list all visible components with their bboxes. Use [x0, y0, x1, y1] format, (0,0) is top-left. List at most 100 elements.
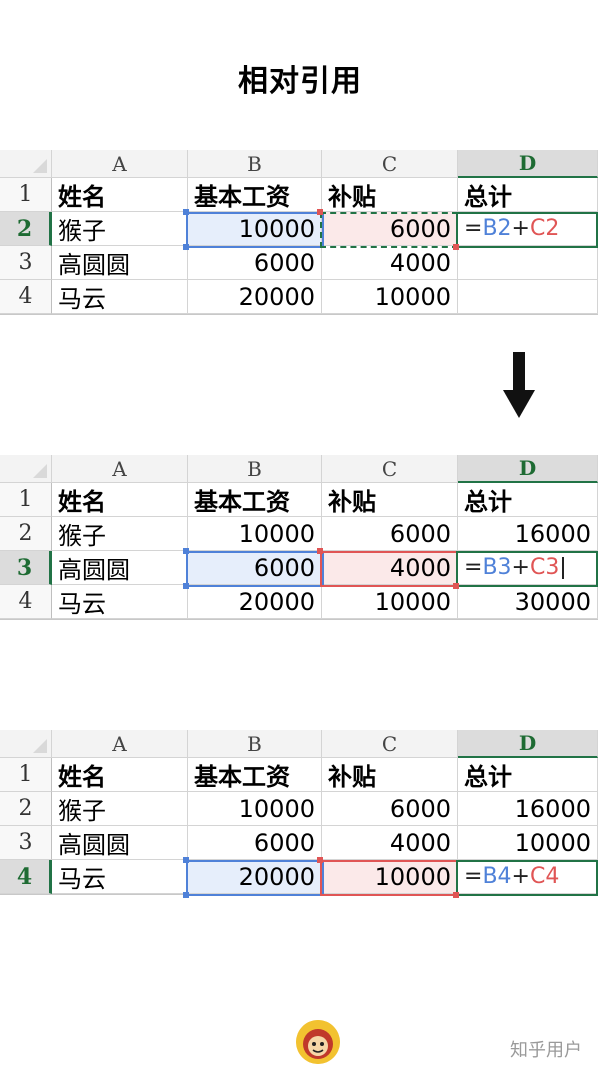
select-all-corner[interactable] — [0, 150, 52, 178]
range-handle[interactable] — [183, 244, 189, 250]
cell-total[interactable]: 16000 — [458, 792, 598, 826]
cell-total-header[interactable]: 总计 — [458, 758, 598, 792]
range-handle[interactable] — [183, 209, 189, 215]
cell-name[interactable]: 高圆圆 — [52, 826, 188, 860]
column-header-a[interactable]: A — [52, 730, 188, 758]
cell-total[interactable] — [458, 246, 598, 280]
cell-bonus[interactable]: 4000 — [322, 246, 458, 280]
row-header[interactable]: 1 — [0, 178, 52, 212]
cell-bonus[interactable]: 6000 — [322, 517, 458, 551]
cell-total-header[interactable]: 总计 — [458, 178, 598, 212]
range-handle[interactable] — [453, 892, 459, 898]
row-header-active[interactable]: 4 — [0, 860, 52, 894]
avatar-logo — [296, 1020, 340, 1064]
range-handle[interactable] — [453, 583, 459, 589]
sheet-grid: A B C D 1 姓名 基本工资 补贴 总计 2 猴子 10000 6000 … — [0, 730, 598, 895]
range-handle[interactable] — [317, 857, 323, 863]
column-header-d[interactable]: D — [458, 150, 598, 178]
cell-name-header[interactable]: 姓名 — [52, 483, 188, 517]
formula-ref-c: C4 — [529, 864, 560, 889]
cell-base-header[interactable]: 基本工资 — [188, 178, 322, 212]
cell-total[interactable]: 10000 — [458, 826, 598, 860]
range-handle[interactable] — [183, 892, 189, 898]
column-header-b[interactable]: B — [188, 455, 322, 483]
row-header[interactable]: 4 — [0, 280, 52, 314]
column-header-b[interactable]: B — [188, 150, 322, 178]
active-formula-cell[interactable]: =B4+C4 — [458, 860, 598, 894]
active-formula-cell[interactable]: =B3+C3 — [458, 551, 598, 585]
formula-equals: = — [464, 864, 483, 889]
cell-bonus-header[interactable]: 补贴 — [322, 178, 458, 212]
range-handle[interactable] — [317, 548, 323, 554]
row-header[interactable]: 1 — [0, 758, 52, 792]
cell-name-header[interactable]: 姓名 — [52, 178, 188, 212]
select-all-corner[interactable] — [0, 455, 52, 483]
cell-base[interactable]: 20000 — [188, 280, 322, 314]
row-header[interactable]: 3 — [0, 246, 52, 280]
column-header-d[interactable]: D — [458, 730, 598, 758]
range-handle[interactable] — [453, 244, 459, 250]
column-header-c[interactable]: C — [322, 150, 458, 178]
down-arrow-icon — [503, 352, 535, 418]
cell-bonus-referenced[interactable]: 6000 — [322, 212, 458, 246]
row-header-active[interactable]: 2 — [0, 212, 52, 246]
cell-total[interactable]: 16000 — [458, 517, 598, 551]
row-header[interactable]: 1 — [0, 483, 52, 517]
select-all-corner[interactable] — [0, 730, 52, 758]
cell-base[interactable]: 6000 — [188, 246, 322, 280]
row-header[interactable]: 2 — [0, 517, 52, 551]
cell-base-header[interactable]: 基本工资 — [188, 483, 322, 517]
cell-base-referenced[interactable]: 10000 — [188, 212, 322, 246]
formula-ref-b: B2 — [482, 216, 512, 241]
cell-base-referenced[interactable]: 20000 — [188, 860, 322, 894]
cell-base[interactable]: 10000 — [188, 792, 322, 826]
cell-name[interactable]: 高圆圆 — [52, 551, 188, 585]
cell-bonus[interactable]: 6000 — [322, 792, 458, 826]
cell-total-header[interactable]: 总计 — [458, 483, 598, 517]
cell-bonus-referenced[interactable]: 4000 — [322, 551, 458, 585]
range-handle[interactable] — [183, 857, 189, 863]
cell-name[interactable]: 高圆圆 — [52, 246, 188, 280]
column-header-c[interactable]: C — [322, 455, 458, 483]
range-handle[interactable] — [183, 548, 189, 554]
cell-name[interactable]: 马云 — [52, 585, 188, 619]
row-header-active[interactable]: 3 — [0, 551, 52, 585]
formula-operator: + — [511, 864, 530, 889]
cell-bonus[interactable]: 4000 — [322, 826, 458, 860]
cell-name[interactable]: 猴子 — [52, 792, 188, 826]
row-header[interactable]: 2 — [0, 792, 52, 826]
cell-base[interactable]: 20000 — [188, 585, 322, 619]
range-handle[interactable] — [183, 583, 189, 589]
cell-bonus[interactable]: 10000 — [322, 280, 458, 314]
cell-name[interactable]: 马云 — [52, 280, 188, 314]
active-formula-cell[interactable]: =B2+C2 — [458, 212, 598, 246]
text-cursor — [562, 556, 565, 579]
formula-equals: = — [464, 555, 483, 580]
column-header-a[interactable]: A — [52, 455, 188, 483]
cell-total[interactable] — [458, 280, 598, 314]
cell-base[interactable]: 6000 — [188, 826, 322, 860]
cell-name-header[interactable]: 姓名 — [52, 758, 188, 792]
cell-base[interactable]: 10000 — [188, 517, 322, 551]
cell-base-header[interactable]: 基本工资 — [188, 758, 322, 792]
formula-ref-c: C3 — [529, 555, 560, 580]
sheet-grid: A B C D 1 姓名 基本工资 补贴 总计 2 猴子 10000 6000 … — [0, 455, 598, 620]
cell-total[interactable]: 30000 — [458, 585, 598, 619]
row-header[interactable]: 3 — [0, 826, 52, 860]
range-handle[interactable] — [317, 209, 323, 215]
cell-base-referenced[interactable]: 6000 — [188, 551, 322, 585]
cell-bonus-header[interactable]: 补贴 — [322, 758, 458, 792]
column-header-a[interactable]: A — [52, 150, 188, 178]
cell-name[interactable]: 猴子 — [52, 517, 188, 551]
cell-bonus-header[interactable]: 补贴 — [322, 483, 458, 517]
cell-bonus[interactable]: 10000 — [322, 585, 458, 619]
row-header[interactable]: 4 — [0, 585, 52, 619]
column-header-b[interactable]: B — [188, 730, 322, 758]
cell-bonus-referenced[interactable]: 10000 — [322, 860, 458, 894]
formula-operator: + — [511, 555, 530, 580]
column-header-d[interactable]: D — [458, 455, 598, 483]
formula-ref-b: B3 — [482, 555, 512, 580]
cell-name[interactable]: 猴子 — [52, 212, 188, 246]
column-header-c[interactable]: C — [322, 730, 458, 758]
cell-name[interactable]: 马云 — [52, 860, 188, 894]
